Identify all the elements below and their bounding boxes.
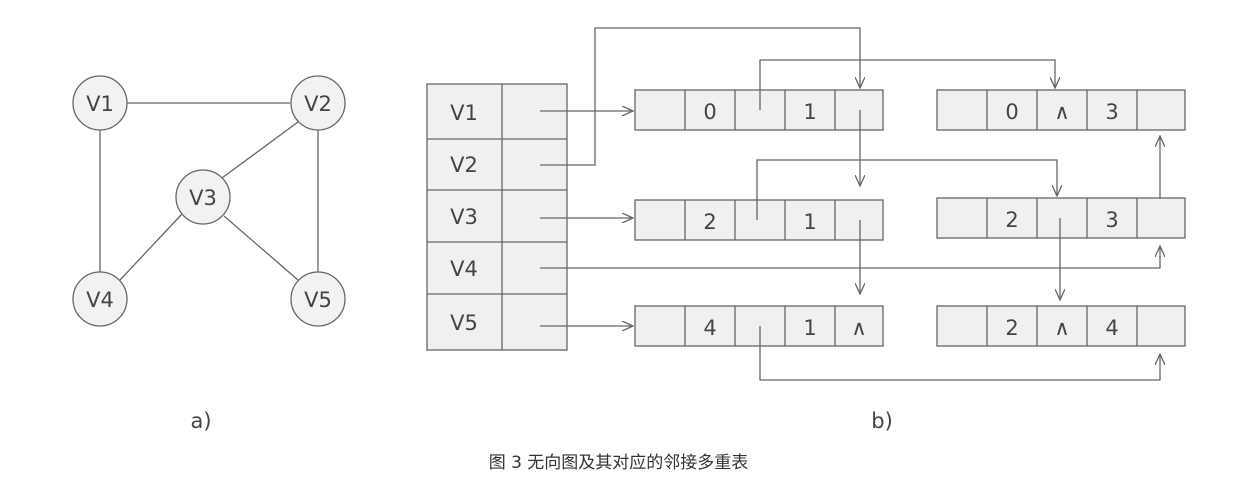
svg-text:∧: ∧ [851,316,866,340]
edge-v3-v4 [119,213,183,281]
svg-text:∧: ∧ [1054,316,1069,340]
vertex-label-v4: V4 [450,257,478,281]
edge-node-0-1: 0 1 [634,89,884,131]
svg-text:1: 1 [803,100,816,124]
svg-text:3: 3 [1105,100,1118,124]
vertex-label-v5: V5 [450,311,478,335]
svg-text:4: 4 [1105,316,1118,340]
edge-node-0-3: 0 ∧ 3 [936,89,1186,131]
svg-text:V4: V4 [86,288,114,312]
svg-text:V3: V3 [189,186,217,210]
multilist-panel: V1 V2 V3 V4 V5 0 1 [426,27,1186,433]
edge-node-4-1: 4 1 ∧ [634,305,884,347]
edge-node-2-1: 2 1 [634,199,884,241]
graph-panel: V1 V2 V3 V4 V5 a) [72,75,346,433]
panel-label-b: b) [871,409,893,433]
vertex-label-v3: V3 [450,205,478,229]
vertex-label-v2: V2 [450,153,478,177]
graph-node-v5: V5 [290,271,346,327]
svg-text:V2: V2 [304,92,332,116]
svg-text:3: 3 [1105,208,1118,232]
arrow-e01-ilink [759,59,1055,110]
vertex-table: V1 V2 V3 V4 V5 [426,83,568,351]
svg-text:1: 1 [803,316,816,340]
graph-node-v1: V1 [72,75,128,131]
svg-text:2: 2 [1005,208,1018,232]
svg-text:1: 1 [803,210,816,234]
graph-node-v2: V2 [290,75,346,131]
figure-caption: 图 3 无向图及其对应的邻接多重表 [488,453,749,473]
diagram-svg: V1 V2 V3 V4 V5 a) [72,27,1186,433]
svg-text:∧: ∧ [1054,100,1069,124]
svg-text:0: 0 [703,100,716,124]
arrow-e21-ilink [756,159,1057,220]
graph-node-v3: V3 [175,169,231,225]
svg-text:V1: V1 [86,92,114,116]
edge-node-2-4: 2 ∧ 4 [936,305,1186,347]
edge-v3-v5 [223,215,299,281]
arrow-v4-firstedge [540,246,1160,269]
edge-v2-v3 [221,121,299,179]
arrow-e41-ilink [759,326,1160,381]
svg-text:2: 2 [703,210,716,234]
svg-text:2: 2 [1005,316,1018,340]
pointer-arrows [540,27,1160,381]
svg-text:V5: V5 [304,288,332,312]
arrow-v2-firstedge [540,27,860,166]
svg-text:4: 4 [703,316,716,340]
edge-node-2-3: 2 3 [936,197,1186,239]
svg-text:0: 0 [1005,100,1018,124]
vertex-label-v1: V1 [450,101,478,125]
panel-label-a: a) [190,409,211,433]
graph-node-v4: V4 [72,271,128,327]
